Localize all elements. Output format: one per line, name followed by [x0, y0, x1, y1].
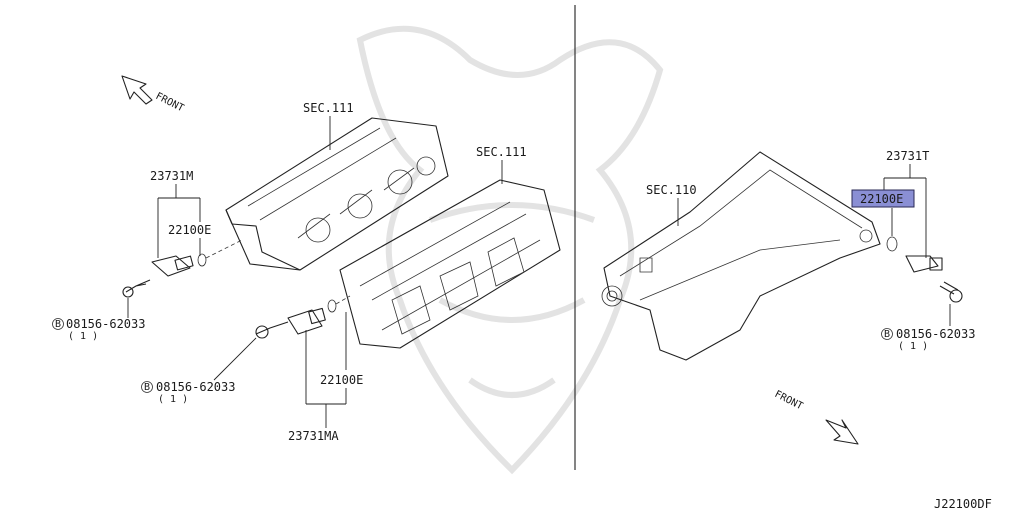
bolt-marker-right — [881, 328, 893, 340]
oil-pan — [601, 151, 881, 361]
part-highlight-box — [851, 189, 915, 208]
part-22100E-upper-hotspot[interactable]: 22100E — [168, 223, 211, 237]
bolt-marker-upper-letter: B — [55, 319, 61, 330]
part-23731M-hotspot[interactable]: 23731M — [150, 169, 193, 183]
bolt-code-right: 08156-62033 — [896, 327, 975, 341]
bolt-qty-lower: ( 1 ) — [158, 394, 188, 405]
bolt-lower-hotspot[interactable]: B 08156-62033 ( 1 ) — [141, 380, 236, 405]
part-label-23731T: 23731T — [886, 149, 929, 163]
bolt-upper-hotspot[interactable]: B 08156-62033 ( 1 ) — [52, 317, 146, 342]
right-sensor-assembly — [886, 236, 963, 303]
part-label-22100E-right: 22100E — [860, 192, 903, 206]
part-label-22100E-upper: 22100E — [168, 223, 211, 237]
sec-label-pan: SEC.110 — [646, 183, 697, 197]
sec-label-lower: SEC.111 — [476, 145, 527, 159]
diagram-code: J22100DF — [934, 497, 992, 511]
front-arrow-left — [121, 75, 153, 105]
upper-cylinder-head — [225, 117, 449, 271]
front-arrow-right — [825, 419, 859, 445]
bolt-marker-lower — [141, 381, 153, 393]
bolt-right-hotspot[interactable]: B 08156-62033 ( 1 ) — [881, 327, 976, 352]
part-label-23731M: 23731M — [150, 169, 193, 183]
lower-sensor-assembly — [255, 295, 351, 339]
bolt-qty-upper: ( 1 ) — [68, 331, 98, 342]
part-label-22100E-lower: 22100E — [320, 373, 363, 387]
bolt-marker-upper — [52, 318, 64, 330]
bolt-marker-lower-letter: B — [144, 382, 150, 393]
upper-sensor-assembly — [122, 239, 243, 298]
bolt-code-upper: 08156-62033 — [66, 317, 145, 331]
part-label-23731MA: 23731MA — [288, 429, 339, 443]
part-22100E-highlight-hotspot[interactable]: 22100E — [851, 189, 915, 208]
front-label-left: FRONT — [154, 91, 186, 114]
part-23731T-hotspot[interactable]: 23731T — [886, 149, 929, 163]
watermark-crest — [356, 25, 664, 475]
sec-label-upper: SEC.111 — [303, 101, 354, 115]
bolt-qty-right: ( 1 ) — [898, 341, 928, 352]
part-22100E-lower-hotspot[interactable]: 22100E — [320, 373, 363, 387]
bolt-marker-right-letter: B — [884, 329, 890, 340]
part-23731MA-hotspot[interactable]: 23731MA — [288, 429, 339, 443]
lower-cylinder-head — [339, 179, 561, 349]
bolt-code-lower: 08156-62033 — [156, 380, 235, 394]
front-label-right: FRONT — [773, 389, 805, 412]
